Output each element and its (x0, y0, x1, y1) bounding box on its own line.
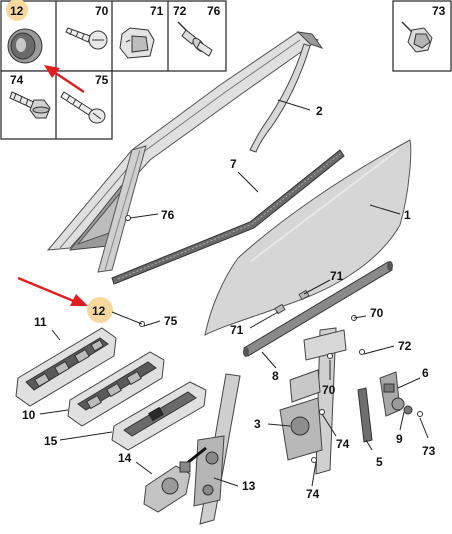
callout-13: 13 (242, 479, 256, 493)
highlight-circle-12 (87, 297, 113, 323)
callout-1: 1 (404, 208, 411, 222)
inset-label-71: 71 (150, 4, 164, 18)
screw-icon (60, 91, 106, 124)
callout-71-left: 71 (230, 323, 244, 337)
pointer-arrow-inset (44, 65, 85, 94)
highlight-circle-inset-12 (6, 0, 28, 21)
switch-panel-11 (15, 327, 117, 407)
fastener-inset-grid: 12 70 71 72 76 (0, 0, 227, 140)
callout-76: 76 (161, 208, 175, 222)
window-regulator-13 (185, 373, 241, 525)
door-frame-76 (46, 31, 324, 273)
callout-3: 3 (254, 417, 261, 431)
callout-15: 15 (44, 434, 58, 448)
switch-panel-10 (67, 351, 165, 427)
callout-2: 2 (316, 104, 323, 118)
screw-icon (65, 27, 108, 50)
pulley-9 (391, 397, 413, 415)
grommet-icon (7, 28, 43, 64)
switch-panel-15 (111, 381, 207, 451)
motor-14 (143, 461, 191, 513)
inset-label-12: 12 (10, 4, 24, 18)
callout-5: 5 (376, 455, 383, 469)
callout-8: 8 (272, 369, 279, 383)
callout-labels: 2 7 1 76 12 75 11 10 15 14 13 71 71 70 7… (22, 104, 436, 501)
inset-label-70: 70 (95, 4, 109, 18)
clip-icon (119, 27, 155, 59)
guide-rail-5 (357, 387, 373, 443)
bolt-icon (9, 91, 51, 119)
window-regulator-3 (279, 327, 347, 475)
callout-70-right: 70 (370, 306, 384, 320)
callout-72: 72 (398, 339, 412, 353)
callout-6: 6 (422, 366, 429, 380)
callout-73: 73 (422, 444, 436, 458)
inset-label-75: 75 (95, 73, 109, 87)
callout-14: 14 (118, 451, 132, 465)
leader-lines (39, 99, 429, 487)
callout-71-right: 71 (330, 269, 344, 283)
callout-70-mid: 70 (322, 383, 336, 397)
pointer-arrow-main (17, 276, 88, 306)
seal-strip-2 (249, 43, 311, 153)
callout-9: 9 (396, 432, 403, 446)
callout-74-mid: 74 (336, 437, 350, 451)
nut-icon (401, 21, 433, 53)
window-glass-1 (204, 139, 412, 336)
callout-74-low: 74 (306, 487, 320, 501)
inset-label-76: 76 (207, 4, 221, 18)
inset-label-73: 73 (432, 4, 446, 18)
callout-75: 75 (164, 314, 178, 328)
rivet-icon (177, 21, 213, 57)
inset-label-72: 72 (173, 4, 187, 18)
fastener-inset-73: 73 (392, 0, 452, 72)
inset-label-74: 74 (10, 73, 24, 87)
weatherstrip-7 (111, 149, 345, 285)
callout-12: 12 (92, 304, 106, 318)
fastener-dots (125, 215, 423, 463)
callout-10: 10 (22, 408, 36, 422)
callout-11: 11 (34, 315, 47, 329)
callout-7: 7 (230, 157, 237, 171)
run-channel-8 (243, 261, 393, 357)
